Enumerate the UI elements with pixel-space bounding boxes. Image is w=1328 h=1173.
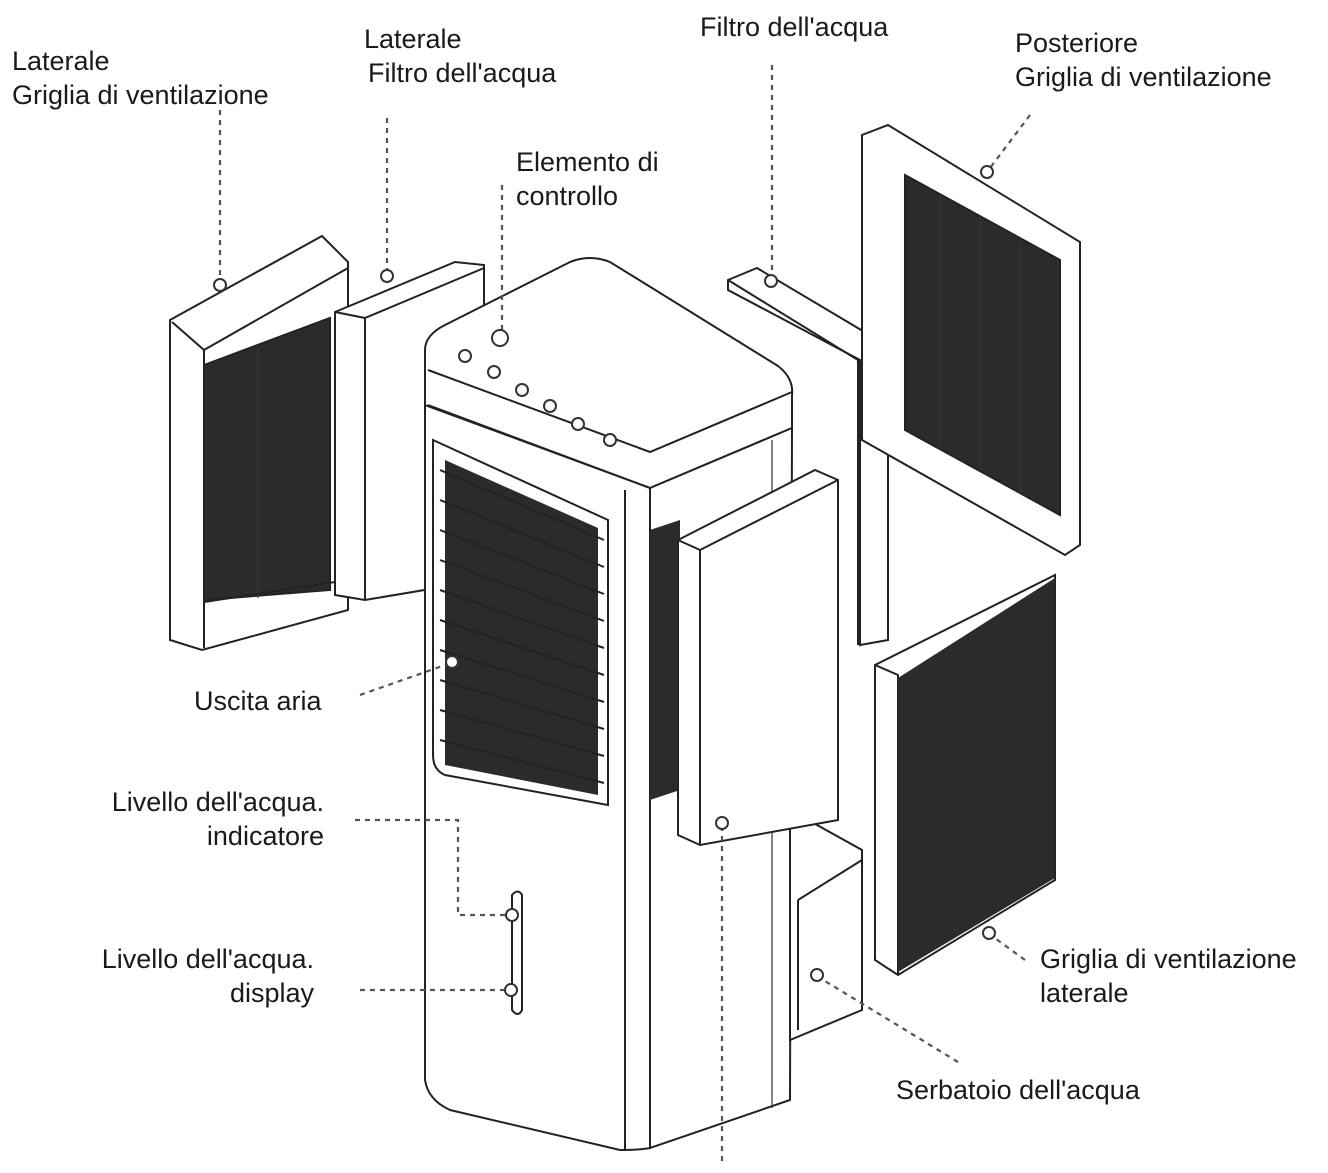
- label-level-display: Livello dell'acqua. display: [101, 944, 314, 1008]
- outlet-louvers: [439, 469, 605, 784]
- label-tank: Serbatoio dell'acqua: [896, 1075, 1140, 1105]
- right-side-grille: [874, 573, 1056, 977]
- label-control: Elemento di controllo: [516, 147, 659, 211]
- label-water-filter: Filtro dell'acqua: [700, 12, 889, 42]
- rear-grille: [861, 123, 1081, 557]
- leader-lines: [213, 65, 1031, 1165]
- label-side-grille: Laterale Griglia di ventilazione: [12, 46, 269, 110]
- front-water-filter: [677, 468, 839, 847]
- label-air-outlet: Uscita aria: [194, 686, 322, 716]
- left-side-grille: [169, 234, 349, 652]
- control-buttons: [458, 349, 617, 447]
- label-rear-grille: Posteriore Griglia di ventilazione: [1015, 28, 1272, 92]
- label-side-filter: Laterale Filtro dell'acqua: [364, 24, 557, 88]
- label-level-indicator: Livello dell'acqua. indicatore: [111, 787, 324, 851]
- right-water-filter: [727, 266, 889, 647]
- label-side-grille-right: Griglia di ventilazione laterale: [1040, 944, 1297, 1008]
